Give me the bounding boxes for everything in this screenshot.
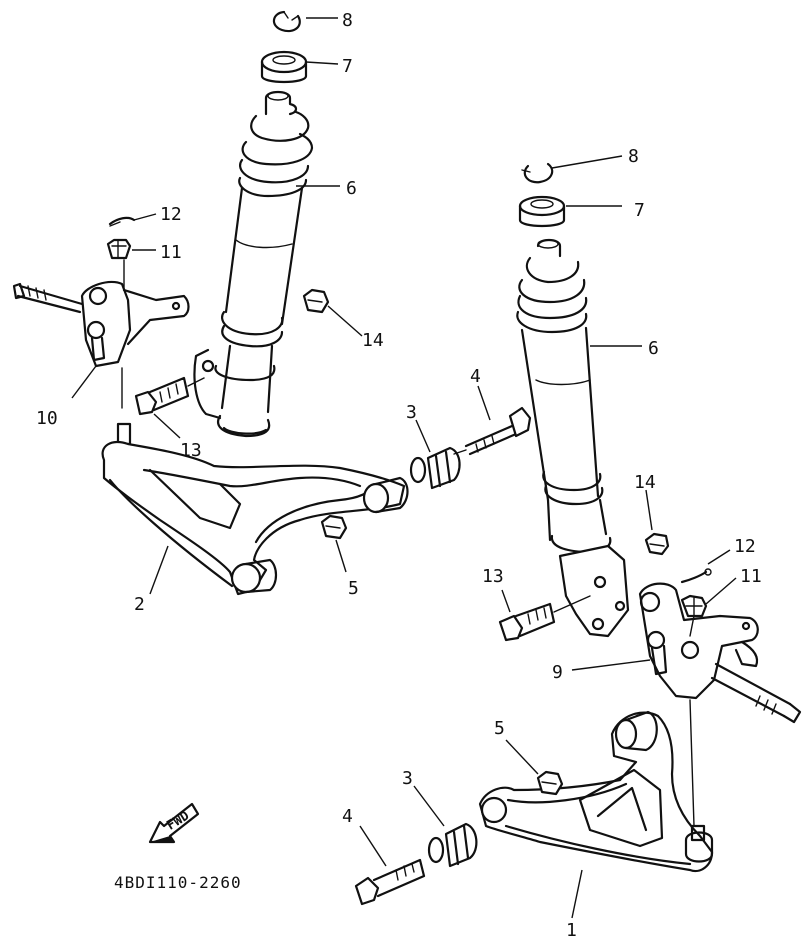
callout-left-11: 11 xyxy=(160,242,182,263)
cotter-pin-right xyxy=(680,568,712,584)
castle-nut-right xyxy=(680,594,708,618)
callout-left-6: 6 xyxy=(346,178,357,199)
callout-left-13: 13 xyxy=(180,440,202,461)
circlip-left xyxy=(272,10,301,33)
nut-5-left xyxy=(320,514,348,540)
fwd-direction-arrow: FWD xyxy=(148,802,200,844)
callout-left-10: 10 xyxy=(36,408,58,429)
callout-left-3: 3 xyxy=(406,402,417,423)
collar-left xyxy=(260,50,308,84)
cotter-pin-left xyxy=(108,216,136,227)
bushing-right xyxy=(427,822,478,868)
callout-left-12: 12 xyxy=(160,204,182,225)
nut-left xyxy=(302,288,330,314)
callout-left-4: 4 xyxy=(470,366,481,387)
callout-left-2: 2 xyxy=(134,594,145,615)
callout-left-8: 8 xyxy=(342,10,353,31)
leader-lines xyxy=(71,17,737,919)
lower-arm-left xyxy=(101,422,409,596)
collar-right xyxy=(518,195,566,228)
callout-right-5: 5 xyxy=(494,718,505,739)
nut-5-right xyxy=(536,770,564,796)
bolt-4-left xyxy=(453,406,532,456)
callout-right-12: 12 xyxy=(734,536,756,557)
steering-knuckle-right xyxy=(638,582,802,827)
callout-right-11: 11 xyxy=(740,566,762,587)
callout-right-6: 6 xyxy=(648,338,659,359)
callout-left-14: 14 xyxy=(362,330,384,351)
callout-right-14: 14 xyxy=(634,472,656,493)
bushing-left xyxy=(409,446,461,490)
callout-right-9: 9 xyxy=(552,662,563,683)
steering-knuckle-left xyxy=(12,259,190,409)
shock-absorber-right xyxy=(516,238,630,638)
callout-right-1: 1 xyxy=(566,920,577,941)
callout-right-3: 3 xyxy=(402,768,413,789)
callout-right-7: 7 xyxy=(634,200,645,221)
castle-nut-left xyxy=(106,238,132,260)
bolt-right xyxy=(498,595,591,642)
callout-right-13: 13 xyxy=(482,566,504,587)
callout-numbers: 8 7 6 12 11 14 10 13 3 4 2 5 8 7 6 14 12… xyxy=(36,10,762,941)
callout-left-5: 5 xyxy=(348,578,359,599)
bolt-4-right xyxy=(354,858,426,906)
callout-right-8: 8 xyxy=(628,146,639,167)
lower-arm-right xyxy=(478,710,714,873)
circlip-right xyxy=(521,162,554,184)
shock-absorber-left xyxy=(193,90,314,438)
callout-right-4: 4 xyxy=(342,806,353,827)
bolt-left xyxy=(134,376,205,416)
callout-left-7: 7 xyxy=(342,56,353,77)
nut-right xyxy=(644,532,670,556)
diagram-code: 4BDI110-2260 xyxy=(114,873,242,892)
